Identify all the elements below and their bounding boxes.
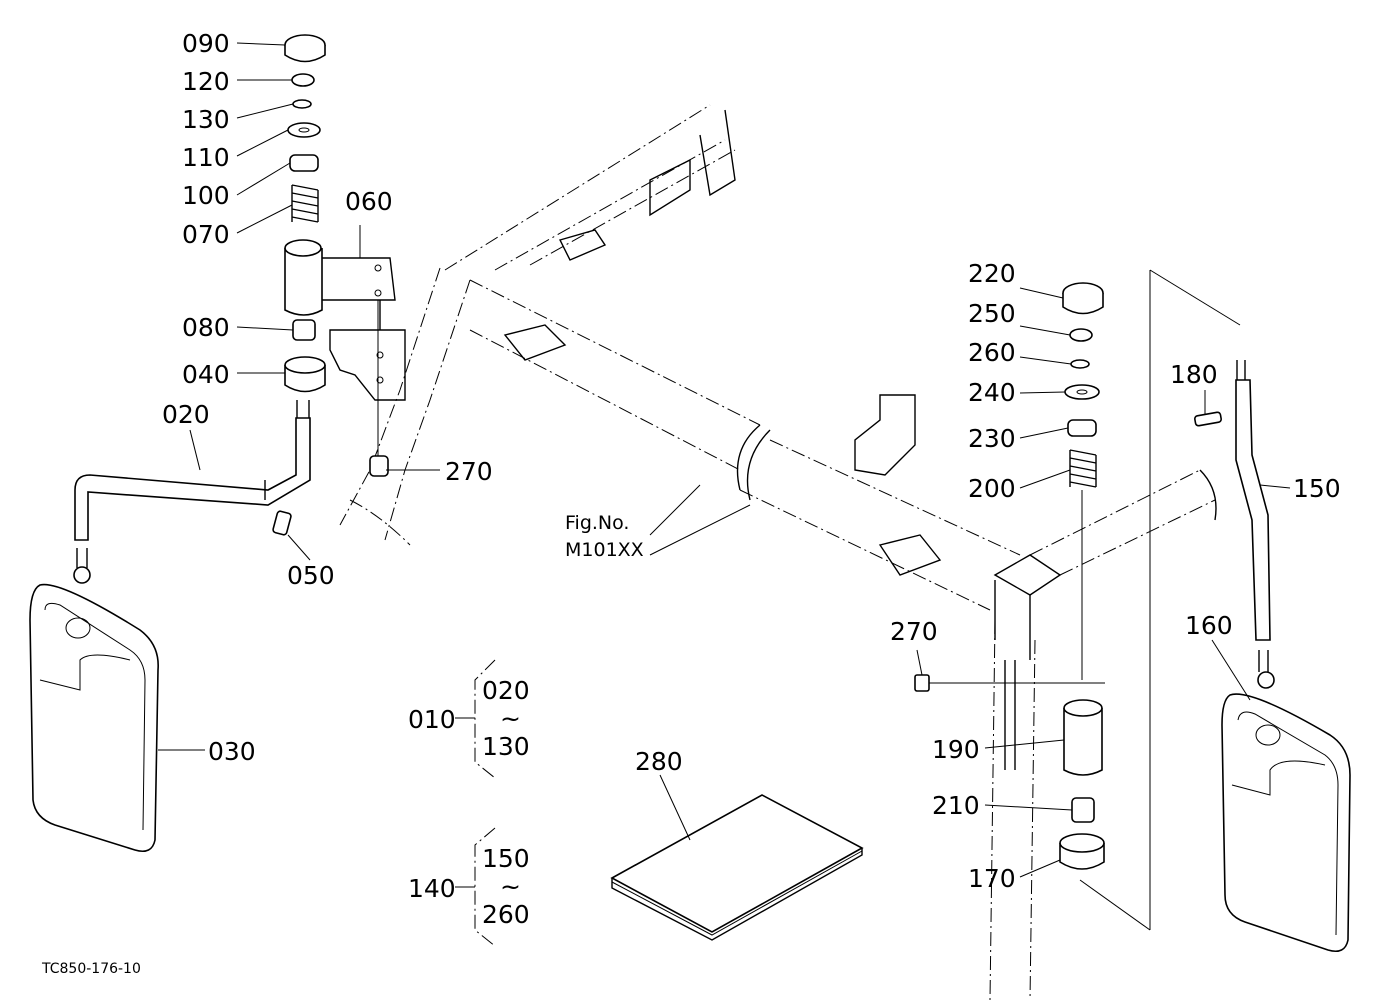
washer-130 [292,99,312,109]
assembly-140-range: ~ [500,872,521,901]
bolt-270-right [914,674,930,692]
assembly-braces [455,659,496,947]
callout-250: 250 [968,299,1016,328]
callout-210: 210 [932,791,980,820]
bolt-270 [369,455,389,477]
rod-020 [74,417,311,541]
callout-270-left: 270 [445,457,493,486]
diagram-id: TC850-176-10 [41,961,141,977]
mirror-160 [1221,693,1351,953]
callout-090: 090 [182,29,230,58]
callout-270-right: 270 [890,617,938,646]
nut-250 [1069,328,1093,342]
callout-280: 280 [635,747,683,776]
bushing-210 [1071,797,1095,823]
manual-280 [610,794,864,941]
callout-150: 150 [1293,474,1341,503]
assembly-140-from: 150 [482,844,530,873]
bushing-080 [292,319,316,341]
assembly-010-id: 010 [408,705,456,734]
pin-050 [272,510,292,536]
assembly-010-range: ~ [500,704,521,733]
mirror-030 [29,583,159,853]
callout-260: 260 [968,338,1016,367]
callout-220: 220 [968,259,1016,288]
rod-150 [1235,379,1271,641]
right-mirror-parts [914,282,1351,953]
assembly-010-to: 130 [482,732,530,761]
figure-ref-line2: M101XX [565,539,644,561]
callout-120: 120 [182,67,230,96]
washer-240 [1064,384,1100,400]
assembly-140-to: 260 [482,900,530,929]
assembly-010-from: 020 [482,676,530,705]
bushing-100 [289,154,319,172]
figure-ref-line1: Fig.No. [565,512,629,534]
callout-060: 060 [345,187,393,216]
callout-100: 100 [182,181,230,210]
washer-110 [287,122,321,138]
callout-080: 080 [182,313,230,342]
tube-060 [284,248,323,316]
callout-070: 070 [182,220,230,249]
callout-030: 030 [208,737,256,766]
washer-260 [1070,359,1090,369]
callout-230: 230 [968,424,1016,453]
left-mirror-parts [29,34,406,853]
callout-160: 160 [1185,611,1233,640]
callout-130: 130 [182,105,230,134]
assembly-140-id: 140 [408,874,456,903]
spring-200 [1069,449,1097,488]
tube-190 [1063,708,1103,776]
callout-180: 180 [1170,360,1218,389]
callout-020: 020 [162,400,210,429]
callout-050: 050 [287,561,335,590]
callout-170: 170 [968,864,1016,893]
nut-120 [291,73,315,87]
callout-190: 190 [932,735,980,764]
callout-110: 110 [182,143,230,172]
frame-outline [339,104,1241,1001]
callout-200: 200 [968,474,1016,503]
callout-240: 240 [968,378,1016,407]
leader-lines [158,42,1291,878]
spring-070 [291,184,319,223]
bushing-230 [1067,419,1097,437]
callout-040: 040 [182,360,230,389]
pin-180 [1194,411,1222,427]
